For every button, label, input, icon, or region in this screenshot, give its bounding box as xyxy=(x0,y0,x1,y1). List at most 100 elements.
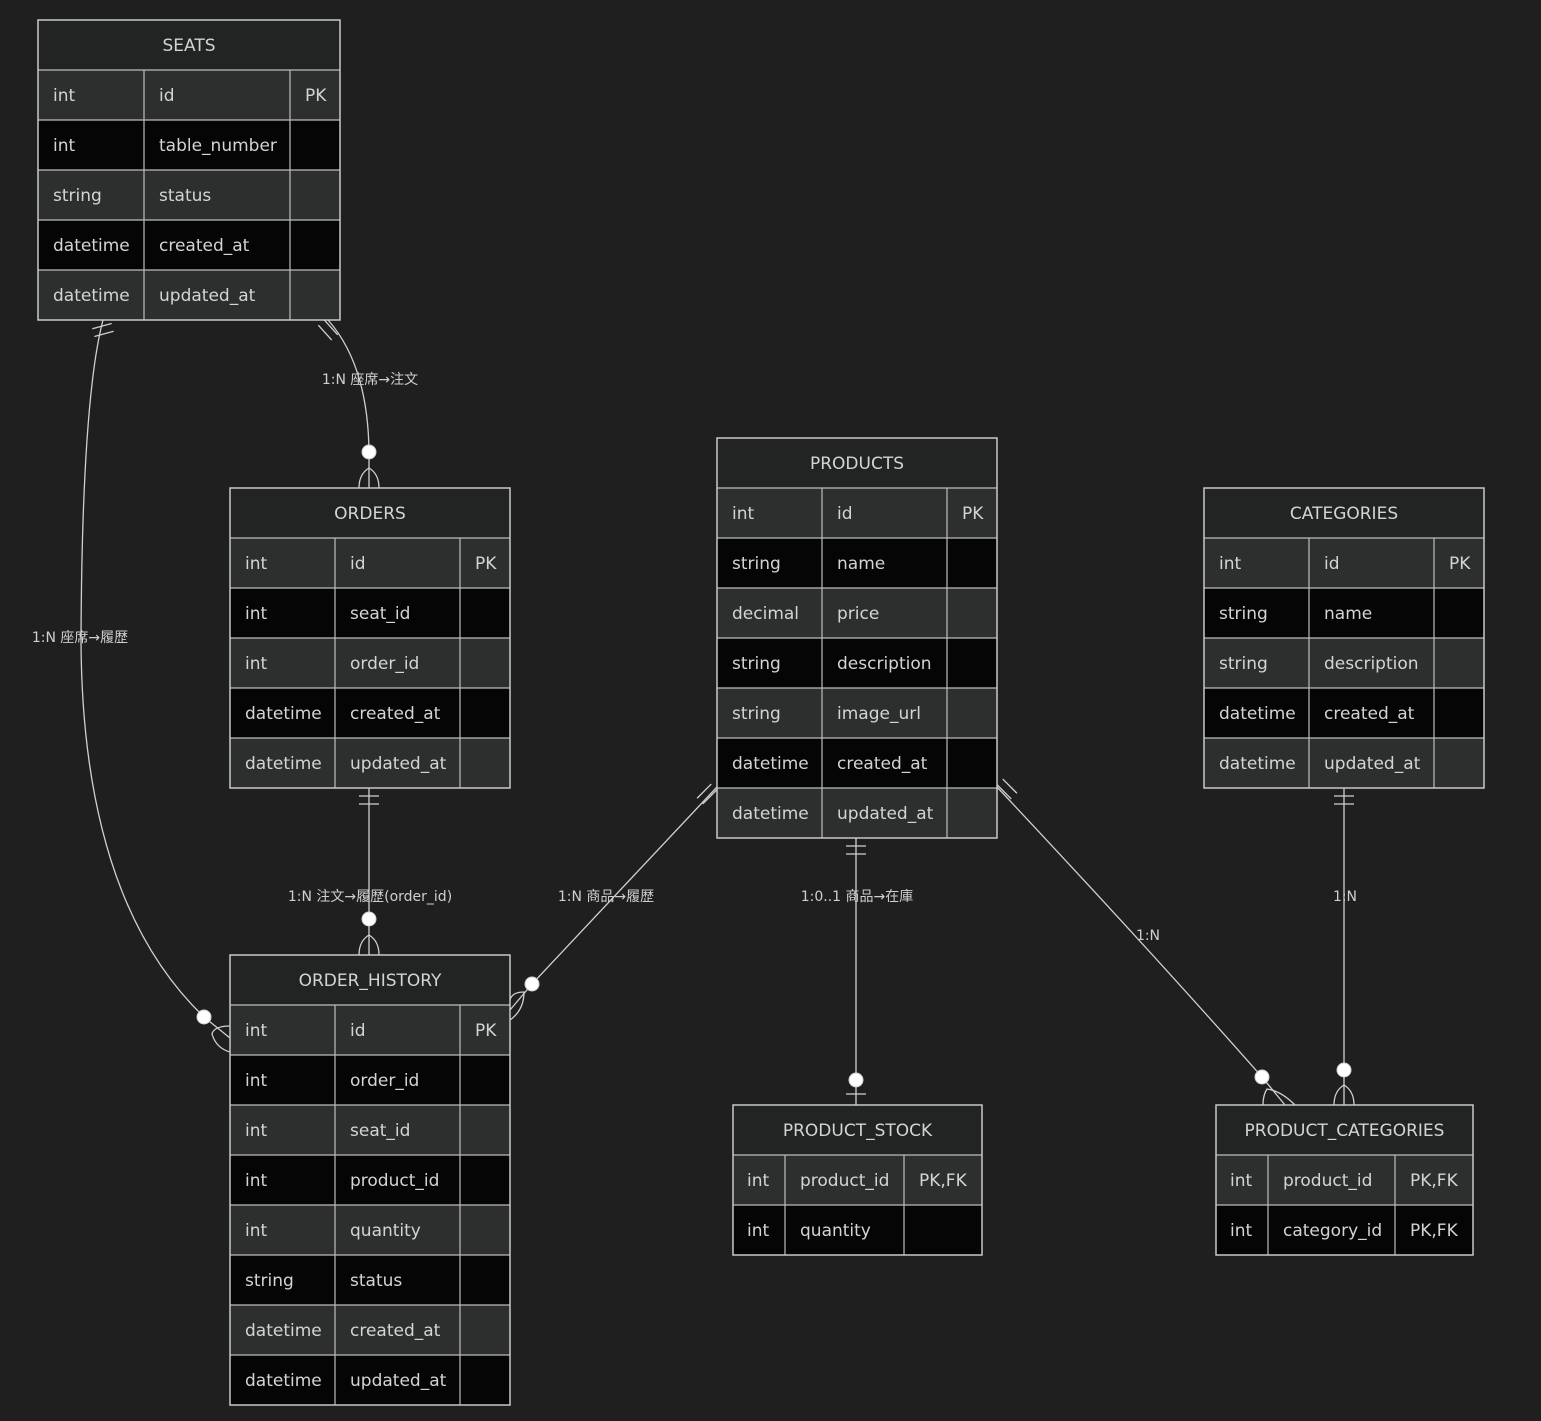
entity-border xyxy=(732,1104,983,1256)
row-background xyxy=(717,588,997,638)
zero-marker-icon xyxy=(196,1009,212,1025)
attribute-type: datetime xyxy=(732,754,809,774)
entity-border xyxy=(1215,1104,1474,1256)
row-background xyxy=(717,688,997,738)
entity-header xyxy=(230,955,510,1005)
attribute-type: int xyxy=(747,1221,769,1241)
entity-title: PRODUCTS xyxy=(810,454,904,474)
many-marker-icon xyxy=(1333,1084,1355,1106)
attribute-type: string xyxy=(732,654,781,674)
attribute-name: description xyxy=(837,654,932,674)
attribute-type: datetime xyxy=(245,1371,322,1391)
many-marker-icon xyxy=(1262,1088,1296,1106)
attribute-type: string xyxy=(53,186,102,206)
attribute-name: created_at xyxy=(350,704,441,724)
attribute-name: status xyxy=(159,186,211,206)
relationship-line[interactable] xyxy=(80,319,231,1039)
row-background xyxy=(717,788,997,838)
attribute-row: string status xyxy=(230,1254,510,1305)
row-background xyxy=(1204,638,1484,688)
relationship-label: 1:N 注文→履歴(order_id) xyxy=(288,889,452,905)
attribute-name: order_id xyxy=(350,1071,419,1091)
relationship-orders-to-order-history[interactable] xyxy=(358,787,380,956)
attribute-row: int order_id xyxy=(230,1054,510,1105)
attribute-row: int id PK xyxy=(1204,537,1484,588)
attribute-key: PK xyxy=(1449,554,1471,574)
attribute-row: string status xyxy=(38,169,340,220)
attribute-type: int xyxy=(1219,554,1241,574)
entity-header xyxy=(733,1105,982,1155)
row-background xyxy=(1204,588,1484,638)
attribute-type: datetime xyxy=(1219,754,1296,774)
row-background xyxy=(230,688,510,738)
row-background xyxy=(230,1005,510,1055)
row-background xyxy=(230,1305,510,1355)
row-background xyxy=(1216,1205,1473,1255)
attribute-name: status xyxy=(350,1271,402,1291)
attribute-type: int xyxy=(245,1171,267,1191)
attribute-name: updated_at xyxy=(350,754,447,774)
relationship-label: 1:N 座席→履歴 xyxy=(32,630,128,646)
exactly-one-marker-icon xyxy=(696,783,718,805)
attribute-type: datetime xyxy=(245,754,322,774)
attribute-name: quantity xyxy=(800,1221,871,1241)
entity-header xyxy=(230,488,510,538)
attribute-name: name xyxy=(1324,604,1372,624)
relationship-line[interactable] xyxy=(327,319,370,488)
relationship-products-to-product-stock[interactable] xyxy=(846,837,866,1105)
relationship-seats-to-orders[interactable] xyxy=(317,319,380,489)
row-background xyxy=(230,738,510,788)
attribute-type: int xyxy=(245,1071,267,1091)
relationship-products-to-order-history[interactable] xyxy=(509,783,718,1021)
attribute-row: datetime updated_at xyxy=(230,737,510,788)
entity-border xyxy=(37,19,341,321)
relationship-products-to-product-categories[interactable] xyxy=(996,778,1296,1106)
attribute-name: description xyxy=(1324,654,1419,674)
row-background xyxy=(230,1105,510,1155)
exactly-one-marker-icon xyxy=(359,795,379,805)
attribute-type: int xyxy=(245,1021,267,1041)
entity-title: CATEGORIES xyxy=(1290,504,1398,524)
attribute-name: seat_id xyxy=(350,1121,410,1141)
row-background xyxy=(230,1205,510,1255)
row-background xyxy=(717,488,997,538)
attribute-type: int xyxy=(53,86,75,106)
attribute-row: string description xyxy=(717,637,997,688)
relationship-categories-to-product-categories[interactable] xyxy=(1333,787,1355,1106)
relationship-seats-to-order-history[interactable] xyxy=(80,319,231,1053)
row-background xyxy=(230,638,510,688)
entity-border xyxy=(229,487,511,789)
attribute-key: PK,FK xyxy=(1410,1221,1459,1241)
exactly-one-marker-icon xyxy=(846,845,866,855)
attribute-type: string xyxy=(245,1271,294,1291)
entity-header xyxy=(1216,1105,1473,1155)
relationship-line[interactable] xyxy=(996,786,1286,1106)
attribute-name: id xyxy=(1324,554,1340,574)
attribute-name: created_at xyxy=(350,1321,441,1341)
zero-marker-icon xyxy=(848,1072,864,1088)
relationship-labels-layer: 1:N 座席→注文1:N 座席→履歴1:N 注文→履歴(order_id)1:N… xyxy=(32,372,1357,944)
many-marker-icon xyxy=(358,467,380,489)
entity-header xyxy=(1204,488,1484,538)
relationship-label: 1:N xyxy=(1333,889,1357,905)
row-background xyxy=(1204,738,1484,788)
